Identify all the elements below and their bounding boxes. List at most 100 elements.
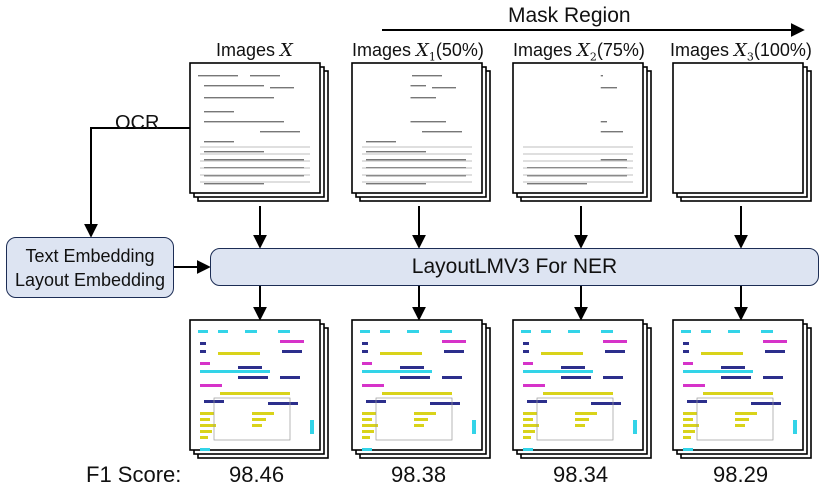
ner-highlight-navy <box>605 350 625 353</box>
ner-highlight-navy <box>721 376 751 379</box>
ner-highlight-yellow <box>200 412 214 415</box>
doc-text-line <box>600 159 627 161</box>
doc-text-line <box>204 141 234 143</box>
doc-text-line <box>260 131 300 133</box>
image-label-3: Images X3(100%) <box>670 40 812 64</box>
ner-highlight-yellow <box>218 352 260 355</box>
doc-text-line <box>366 175 466 177</box>
input-doc-2-page-front <box>512 62 644 194</box>
ner-highlight-cyan <box>523 370 593 373</box>
embedding-box: Text Embedding Layout Embedding <box>6 237 174 298</box>
doc-text-line <box>198 75 238 77</box>
ner-highlight-cyan <box>523 448 533 451</box>
ner-highlight-navy <box>238 366 262 369</box>
ner-highlight-yellow <box>735 424 745 427</box>
ner-highlight-yellow <box>362 436 370 439</box>
ner-highlight-cyan <box>541 330 551 333</box>
ner-highlight-yellow <box>683 430 695 433</box>
ner-highlight-yellow <box>575 424 585 427</box>
ner-highlight-yellow <box>683 412 697 415</box>
ner-highlight-yellow <box>543 392 613 395</box>
ner-highlight-yellow <box>252 412 274 415</box>
ner-highlight-cyan <box>568 330 580 333</box>
mask-region-label: Mask Region <box>508 4 631 27</box>
ocr-arrow <box>84 127 190 238</box>
ner-highlight-navy <box>683 350 689 353</box>
ner-highlight-cyan <box>198 330 208 333</box>
ner-highlight-cyan <box>793 420 797 434</box>
image-label-0: Images X <box>216 40 293 61</box>
doc-text-line <box>422 131 462 133</box>
doc-table-box <box>375 397 453 441</box>
ner-highlight-magenta <box>442 340 466 343</box>
ner-highlight-cyan <box>200 448 210 451</box>
doc-text-line <box>527 183 587 185</box>
doc-text-line <box>366 183 426 185</box>
ner-highlight-yellow <box>523 412 537 415</box>
ner-highlight-yellow <box>414 412 436 415</box>
ner-highlight-cyan <box>310 420 314 434</box>
doc-table-box <box>696 397 774 441</box>
ocr-label: OCR <box>115 112 160 134</box>
layoutlmv3-ner-box: LayoutLMV3 For NER <box>210 248 819 286</box>
ner-highlight-cyan <box>521 330 531 333</box>
ner-highlight-navy <box>280 376 300 379</box>
doc-text-line <box>600 121 607 123</box>
doc-text-line <box>204 121 284 123</box>
ner-highlight-navy <box>763 376 783 379</box>
doc-table-box <box>213 397 291 441</box>
doc-text-line <box>527 175 627 177</box>
ner-highlight-yellow <box>252 424 262 427</box>
ner-highlight-navy <box>523 342 529 345</box>
input-doc-0-page-front <box>189 62 321 194</box>
ner-highlight-yellow <box>200 430 212 433</box>
ner-highlight-navy <box>561 376 591 379</box>
ner-highlight-cyan <box>440 330 452 333</box>
doc-text-line <box>410 121 446 123</box>
f1-score-3: 98.29 <box>713 462 769 487</box>
doc-text-line <box>204 159 304 161</box>
ner-highlight-navy <box>561 366 585 369</box>
ner-highlight-cyan <box>407 330 419 333</box>
ner-highlight-magenta <box>603 340 627 343</box>
text-embedding-label: Text Embedding <box>25 245 155 266</box>
ner-highlight-yellow <box>252 418 266 421</box>
ner-highlight-yellow <box>362 424 378 427</box>
f1-score-1: 98.38 <box>391 462 447 487</box>
doc-text-line <box>432 87 456 89</box>
ner-highlight-magenta <box>200 384 222 387</box>
ner-highlight-navy <box>683 342 689 345</box>
model-label: LayoutLMV3 For NER <box>411 255 618 278</box>
ner-highlight-navy <box>442 376 462 379</box>
ner-highlight-magenta <box>362 384 384 387</box>
doc-text-line <box>270 87 294 89</box>
ner-highlight-cyan <box>200 370 270 373</box>
ner-highlight-navy <box>751 402 781 405</box>
ner-highlight-yellow <box>380 352 422 355</box>
ner-highlight-cyan <box>362 448 372 451</box>
doc-text-line <box>204 175 304 177</box>
doc-text-line <box>366 151 426 153</box>
doc-text-line <box>204 183 264 185</box>
ner-highlight-navy <box>765 350 785 353</box>
ner-highlight-cyan <box>728 330 740 333</box>
ner-highlight-navy <box>238 376 268 379</box>
ner-highlight-cyan <box>633 420 637 434</box>
ner-highlight-magenta <box>683 362 693 365</box>
doc-text-line <box>250 75 280 77</box>
ner-highlight-navy <box>282 350 302 353</box>
ner-highlight-yellow <box>703 392 773 395</box>
image-label-1: Images X1(50%) <box>352 40 484 64</box>
layout-embedding-label: Layout Embedding <box>14 269 166 290</box>
doc-text-line <box>204 111 234 113</box>
ner-highlight-yellow <box>382 392 452 395</box>
ner-highlight-navy <box>400 366 424 369</box>
ner-highlight-cyan <box>278 330 290 333</box>
ner-highlight-navy <box>721 366 745 369</box>
input-doc-3-page-front <box>672 62 804 194</box>
ner-highlight-magenta <box>362 362 372 365</box>
doc-text-line <box>410 97 436 99</box>
ner-highlight-cyan <box>761 330 773 333</box>
ner-highlight-navy <box>268 402 298 405</box>
